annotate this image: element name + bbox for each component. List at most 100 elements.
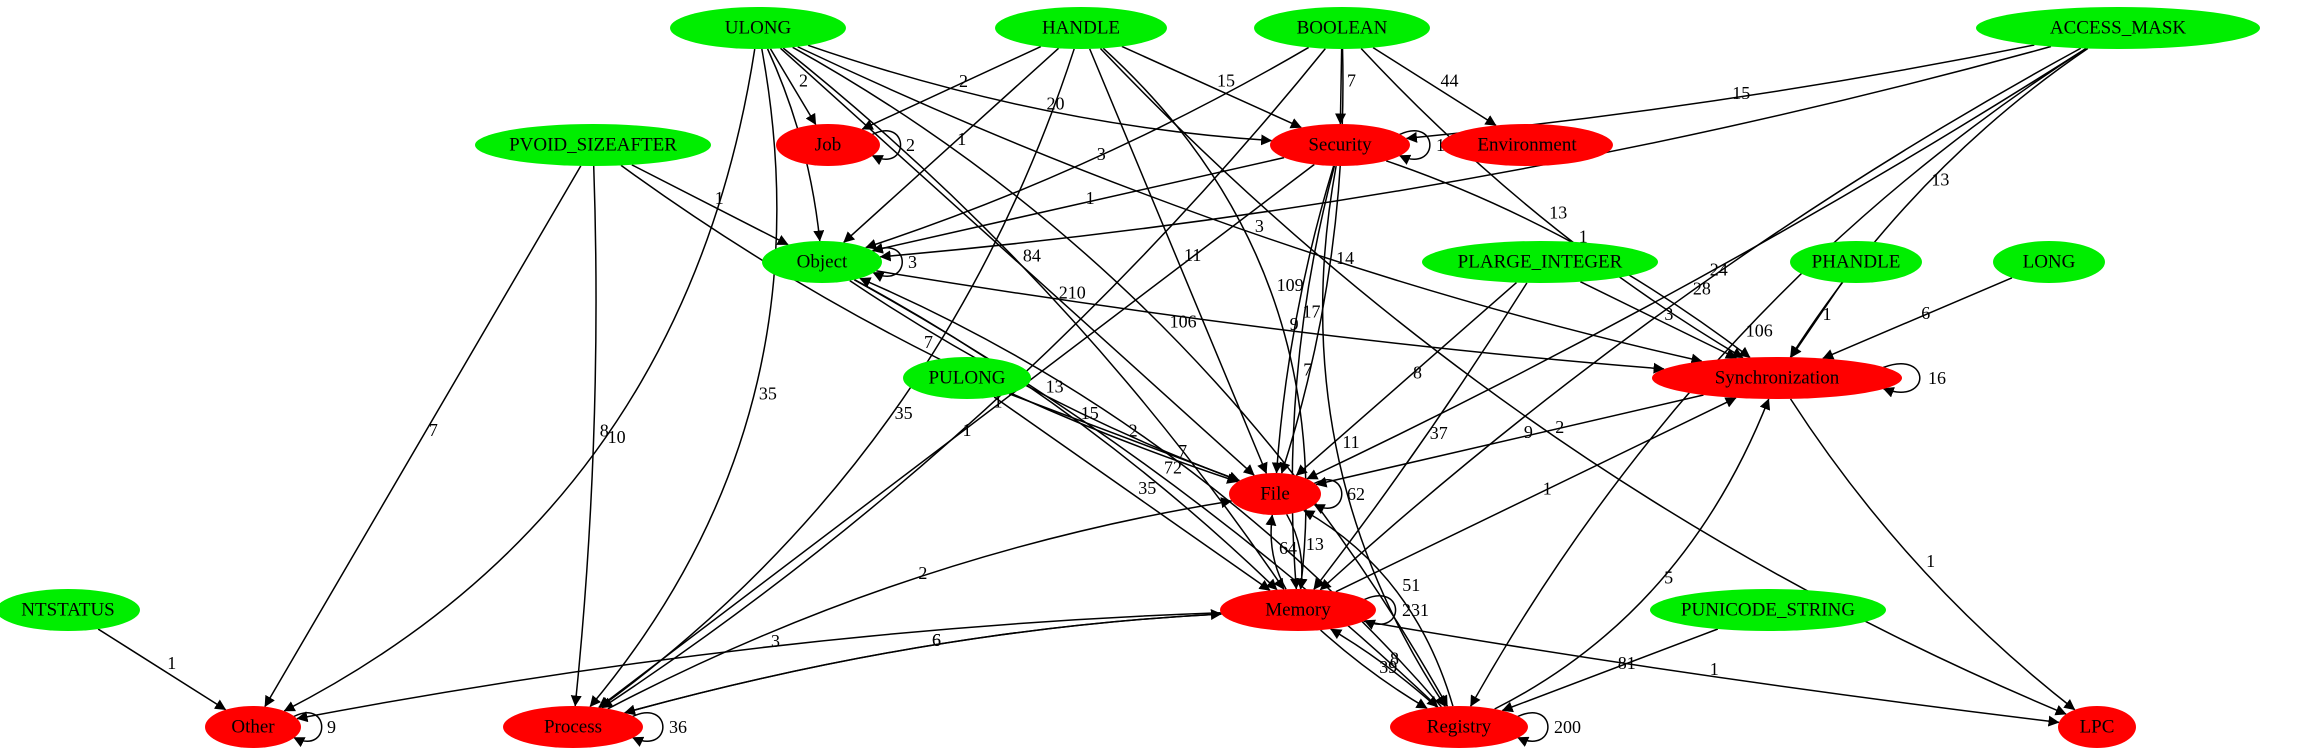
edge-line <box>1319 47 2082 591</box>
edge-line <box>296 612 1221 723</box>
edge-object-to-synchronization: 9 <box>876 270 1665 374</box>
node-object: Object <box>762 241 882 283</box>
node-shape <box>503 706 643 748</box>
node-label: ACCESS_MASK <box>2050 18 2186 39</box>
edge-label: 210 <box>1059 282 1086 302</box>
edge-line <box>1330 628 1438 708</box>
edge-pvoid_sizeafter-to-other: 7 <box>264 165 582 708</box>
edge-line <box>589 48 778 708</box>
edge-label: 2 <box>918 563 927 583</box>
edge-other-to-other: 9 <box>293 712 336 748</box>
edge-memory-to-process: 6 <box>624 613 1222 716</box>
edge-line <box>1315 394 1704 488</box>
edge-line <box>876 270 1665 374</box>
edge-line <box>807 44 1273 146</box>
edge-line <box>854 278 1278 591</box>
edge-label: 1 <box>167 653 176 673</box>
edge-line <box>780 47 1255 476</box>
node-shape <box>2058 706 2136 748</box>
node-shape <box>205 706 301 748</box>
edge-memory-to-lpc: 1 <box>1363 620 2060 727</box>
edge-line <box>792 46 1449 707</box>
edge-registry-to-registry: 200 <box>1517 712 1581 747</box>
edge-line <box>1372 47 1497 127</box>
edge-line <box>599 48 1075 709</box>
edge-label: 3 <box>1664 304 1673 324</box>
edge-ulong-to-file: 84 <box>780 47 1255 476</box>
edge-line <box>607 497 1233 710</box>
edge-line <box>1008 393 1241 483</box>
edge-label: 8 <box>1390 648 1399 668</box>
edge-label: 17 <box>1302 302 1320 322</box>
edge-line <box>1320 629 1428 710</box>
node-punicode-string: PUNICODE_STRING <box>1650 589 1886 631</box>
node-label: Security <box>1308 135 1372 156</box>
node-label: PVOID_SIZEAFTER <box>509 135 677 156</box>
edge-registry-to-file: 51 <box>1303 509 1454 707</box>
edge-pulong-to-memory: 35 <box>993 396 1271 592</box>
edge-line <box>283 48 756 712</box>
edge-line <box>631 712 664 747</box>
edge-line <box>865 46 1310 250</box>
edge-label: 15 <box>1217 71 1235 91</box>
node-plarge-integer: PLARGE_INTEGER <box>1422 241 1658 283</box>
edge-line <box>1295 282 1517 476</box>
edge-memory-to-memory: 231 <box>1363 595 1429 630</box>
edge-line <box>1313 479 1343 515</box>
edge-line <box>1790 282 1843 358</box>
edge-line <box>1089 48 1268 474</box>
node-label: LPC <box>2080 717 2115 738</box>
edge-boolean-to-file: 14 <box>1279 48 1354 474</box>
edge-label: 84 <box>1023 245 1041 265</box>
edge-line <box>631 164 789 246</box>
edge-label: 81 <box>1618 653 1636 673</box>
edge-punicode_string-to-registry: 81 <box>1501 628 1719 713</box>
edge-plarge_integer-to-memory: 37 <box>1313 282 1528 590</box>
edge-line <box>293 712 323 748</box>
edge-ulong-to-process: 35 <box>589 48 778 708</box>
edge-long-to-synchronization: 6 <box>1822 277 2013 360</box>
edge-file-to-memory: 13 <box>1286 513 1324 590</box>
edge-label: 231 <box>1402 600 1429 620</box>
edge-label: 1 <box>715 188 724 208</box>
edge-line <box>1494 398 1771 710</box>
edge-label: 9 <box>1290 314 1299 334</box>
node-shape <box>1652 357 1902 399</box>
edge-line <box>1398 130 1431 165</box>
edge-line <box>1121 45 1302 129</box>
node-phandle: PHANDLE <box>1790 241 1922 283</box>
node-label: Object <box>797 252 848 273</box>
edge-line <box>1882 363 1921 398</box>
edge-label: 7 <box>924 332 933 352</box>
edge-security-to-registry: 11 <box>1321 165 1446 707</box>
edge-label: 1 <box>1710 659 1719 679</box>
edge-phandle-to-synchronization: 1 <box>1790 282 1843 358</box>
node-label: File <box>1260 484 1290 505</box>
edge-label: 106 <box>1170 312 1197 332</box>
edge-object-to-registry: 72 <box>853 279 1439 708</box>
edge-line <box>1335 397 1737 593</box>
edge-label: 3 <box>1255 216 1264 236</box>
node-label: LONG <box>2023 252 2076 273</box>
node-memory: Memory <box>1220 589 1376 631</box>
edge-label: 2 <box>1555 417 1564 437</box>
edge-line <box>843 47 1060 243</box>
edge-line <box>1303 509 1454 707</box>
node-label: Memory <box>1265 600 1331 621</box>
edge-label: 51 <box>1402 575 1420 595</box>
edge-access_mask-to-memory: 28 <box>1319 47 2082 591</box>
edge-object-to-object: 3 <box>872 247 917 282</box>
edge-security-to-memory: 7 <box>1290 165 1336 590</box>
node-shape <box>1441 124 1613 166</box>
edge-label: 3 <box>1097 144 1106 164</box>
edge-process-to-memory: 6 <box>624 608 1222 714</box>
edge-ulong-to-other: 10 <box>283 48 756 712</box>
edge-label: 109 <box>1277 275 1304 295</box>
node-label: Process <box>544 717 602 738</box>
edge-line <box>871 156 1285 254</box>
edge-label: 1 <box>1823 304 1832 324</box>
edge-boolean-to-environment: 44 <box>1372 47 1497 127</box>
edge-line <box>624 608 1222 714</box>
edge-ulong-to-synchronization: 3 <box>797 46 1703 365</box>
